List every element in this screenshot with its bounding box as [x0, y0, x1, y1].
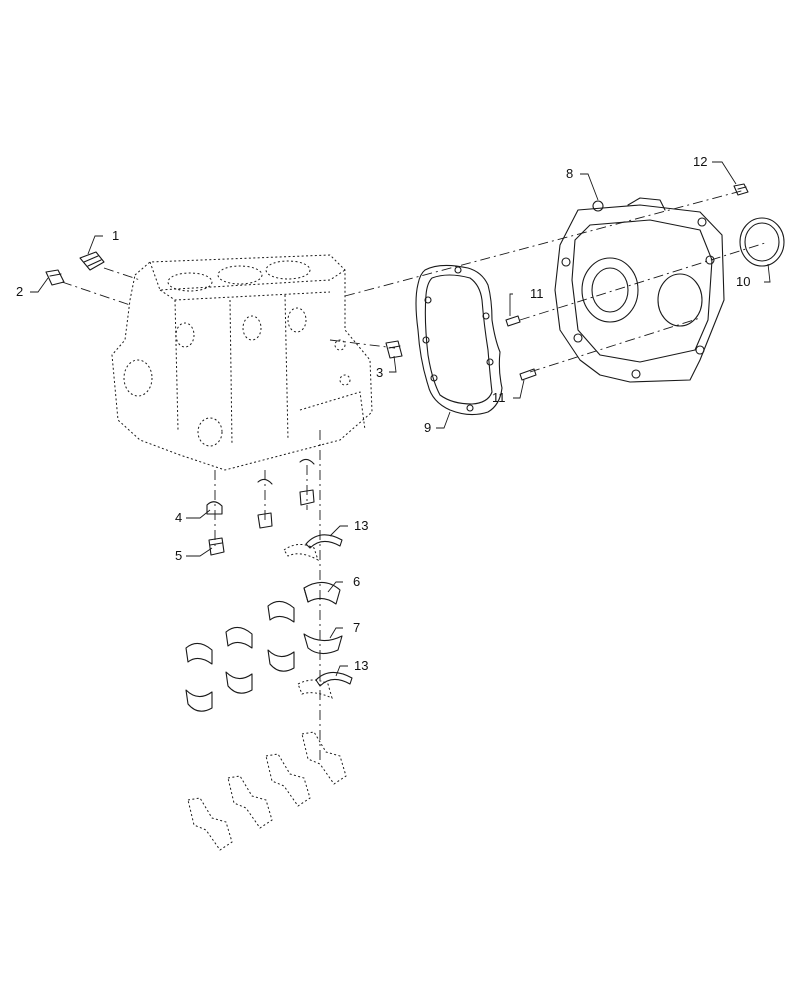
callout-8: 8 [566, 166, 573, 181]
callout-labels: 1 2 3 4 5 6 7 8 9 10 11 11 12 13 13 [16, 154, 750, 673]
callout-13-upper: 13 [354, 518, 368, 533]
callout-2: 2 [16, 284, 23, 299]
callout-1: 1 [112, 228, 119, 243]
callout-3: 3 [376, 365, 383, 380]
callout-9: 9 [424, 420, 431, 435]
callout-11-lower: 11 [492, 390, 506, 405]
callout-12: 12 [693, 154, 707, 169]
bearing-caps-column [206, 458, 315, 556]
plug-2 [45, 269, 65, 286]
oil-seal [739, 217, 785, 267]
callout-4: 4 [175, 510, 182, 525]
bearing-shells-set [185, 600, 295, 712]
gasket [415, 264, 503, 416]
callout-5: 5 [175, 548, 182, 563]
main-bearing-shell-6 [303, 581, 341, 605]
plug-1 [79, 251, 105, 271]
callout-10: 10 [736, 274, 750, 289]
callout-11-upper: 11 [530, 286, 544, 301]
callout-6: 6 [353, 574, 360, 589]
callout-leaders [30, 161, 771, 677]
cylinder-block [111, 254, 373, 471]
main-bearing-caps [187, 731, 347, 851]
dowel-pin-upper [505, 315, 521, 327]
callout-7: 7 [353, 620, 360, 635]
plug-3 [385, 340, 403, 359]
bolt-12 [733, 183, 749, 196]
thrust-washer-upper [283, 534, 343, 562]
main-bearing-shell-7 [303, 633, 343, 655]
thrust-washer-lower [297, 671, 353, 699]
front-cover-housing [554, 197, 725, 383]
callout-13-lower: 13 [354, 658, 368, 673]
assembly-axes [61, 189, 766, 760]
dowel-pin-lower [519, 368, 537, 381]
